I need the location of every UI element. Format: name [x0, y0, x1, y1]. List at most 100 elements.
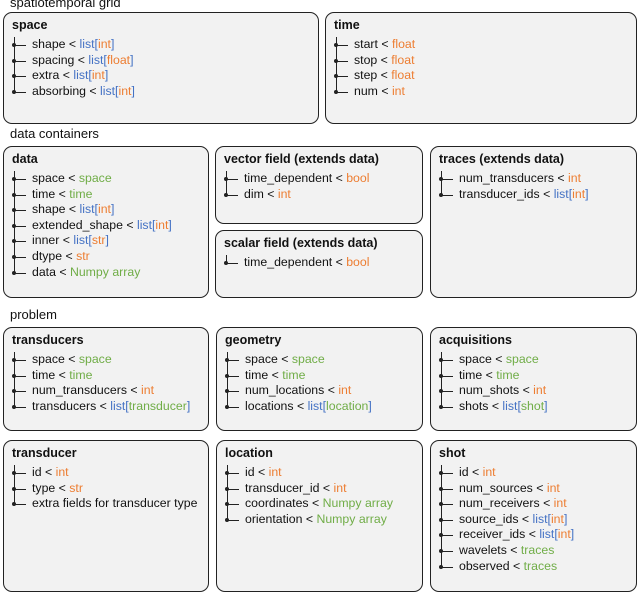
section-label-containers: data containers [10, 126, 99, 141]
field-name: num_locations [245, 383, 325, 398]
field-name: num_receivers [459, 496, 540, 511]
field-row: source_ids < list[int] [438, 511, 574, 528]
field-name: time [245, 367, 269, 382]
field-name: transducer_id [245, 480, 320, 495]
field-name: type [32, 480, 56, 495]
box-title: scalar field (extends data) [224, 236, 378, 250]
field-name: extended_shape [32, 217, 123, 232]
type-separator: < [482, 367, 497, 382]
type-separator: < [488, 398, 503, 413]
type-token: list[ [88, 52, 107, 67]
field-name: num_shots [459, 383, 520, 398]
field-row: stop < float [333, 53, 415, 69]
field-row: space < space [225, 352, 372, 368]
field-name: inner [32, 233, 60, 248]
field-row: type < str [11, 480, 197, 497]
type-separator: < [302, 511, 317, 526]
field-row: num_transducers < int [439, 171, 589, 187]
type-token: float [391, 68, 415, 83]
type-token: ] [104, 68, 109, 83]
type-separator: < [65, 37, 80, 51]
type-token: int [572, 186, 586, 201]
type-token: float [391, 37, 416, 51]
tree-connector [441, 352, 442, 407]
field-row: wavelets < traces [438, 542, 574, 559]
box-title: space [12, 18, 48, 32]
box-title: geometry [225, 333, 282, 347]
field-name: wavelets [459, 542, 507, 557]
box-title: vector field (extends data) [224, 152, 379, 166]
type-separator: < [506, 542, 521, 557]
field-row: num < int [333, 83, 415, 100]
field-name: id [32, 465, 42, 479]
type-separator: < [519, 383, 534, 398]
field-name: shape [32, 37, 66, 51]
type-token: int [333, 480, 347, 495]
type-token: int [91, 68, 105, 83]
type-token: space [78, 352, 112, 366]
tree-connector [14, 171, 15, 273]
type-separator: < [293, 398, 308, 413]
type-separator: < [86, 83, 101, 98]
type-token: int [391, 83, 405, 98]
field-row: observed < traces [438, 559, 574, 575]
field-row: start < float [333, 37, 416, 53]
field-name: transducers [32, 398, 97, 413]
type-separator: < [62, 248, 77, 263]
field-row: shape < list[int] [12, 202, 172, 218]
field-name: space [32, 352, 65, 366]
type-token: traces [520, 542, 555, 557]
type-token: list[ [502, 398, 521, 413]
type-token: str [69, 480, 83, 495]
type-token: bool [346, 171, 370, 185]
type-token: list[ [553, 186, 573, 201]
tree-connector [226, 255, 227, 263]
type-token: int [277, 186, 291, 201]
box-title: acquisitions [439, 333, 512, 347]
type-separator: < [122, 217, 137, 232]
field-name: shape [32, 202, 66, 217]
type-token: ] [131, 83, 135, 98]
type-token: int [55, 465, 69, 479]
type-token: space [505, 352, 539, 366]
type-token: list[ [79, 37, 98, 51]
type-separator: < [64, 352, 79, 366]
field-row: id < int [225, 465, 393, 481]
type-token: shot [520, 398, 545, 413]
type-token: list[ [532, 511, 551, 526]
type-token: int [118, 83, 132, 98]
field-tree: shape < list[int]spacing < list[float]ex… [12, 37, 135, 99]
type-token: int [268, 465, 282, 479]
field-name: time_dependent [244, 255, 333, 269]
type-token: ] [168, 217, 172, 232]
field-row: num_sources < int [438, 480, 574, 497]
type-token: str [91, 233, 106, 248]
type-separator: < [491, 352, 506, 366]
field-row: transducers < list[transducer] [11, 398, 190, 415]
tree-connector [14, 352, 15, 407]
type-token: transducer [128, 398, 187, 413]
type-separator: < [96, 398, 111, 413]
type-token: int [550, 511, 564, 526]
type-token: list[ [539, 527, 558, 542]
type-separator: < [539, 186, 554, 201]
field-row: transducer_ids < list[int] [439, 186, 589, 203]
type-token: list[ [100, 83, 119, 98]
field-row: spacing < list[float] [12, 52, 135, 69]
tree-connector [226, 171, 227, 195]
type-token: time [69, 186, 93, 201]
field-row: shots < list[shot] [439, 398, 548, 415]
type-separator: < [539, 496, 554, 511]
field-row: orientation < Numpy array [225, 511, 393, 528]
box-vector-field: vector field (extends data) time_dependen… [215, 146, 423, 224]
type-token: int [546, 480, 560, 495]
tree-connector [227, 465, 228, 520]
